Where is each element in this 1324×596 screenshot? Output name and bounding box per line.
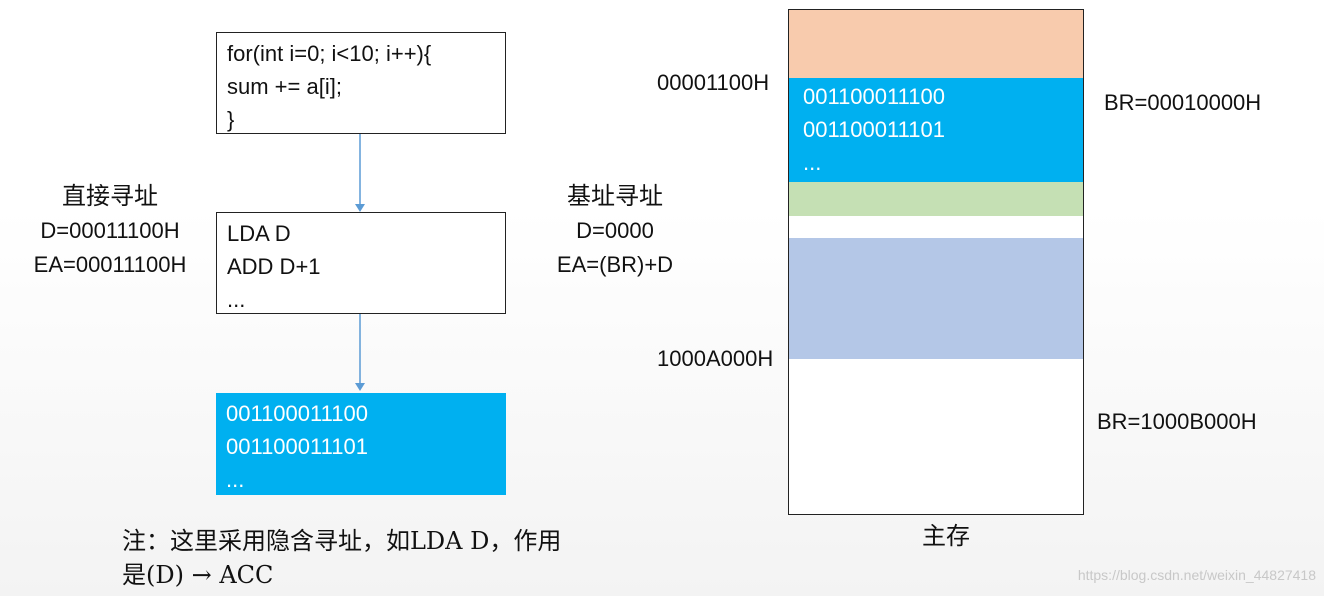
- note-line-1: 注：这里采用隐含寻址，如LDA D，作用: [122, 527, 562, 555]
- memory-data-line: 001100011100: [803, 84, 945, 109]
- data-box: 001100011100 001100011101 ...: [216, 393, 506, 495]
- memory-segment-blue: 001100011100 001100011101 ...: [789, 78, 1083, 184]
- base-ea-value: EA=(BR)+D: [556, 252, 674, 277]
- memory-data-line: ...: [803, 150, 822, 175]
- code-box: for(int i=0; i<10; i++){ sum += a[i]; }: [216, 32, 506, 134]
- watermark: https://blog.csdn.net/weixin_44827418: [1077, 567, 1316, 583]
- memory-segment-lavender: [789, 238, 1083, 359]
- instruction-line: ...: [227, 287, 246, 312]
- memory-address-top: 00001100H: [657, 70, 770, 95]
- arrow-instr-to-data: [355, 313, 365, 391]
- base-addressing-title: 基址寻址: [567, 182, 663, 210]
- direct-d-value: D=00011100H: [40, 218, 180, 243]
- note-line-2: 是(D) → ACC: [122, 561, 274, 589]
- code-line: }: [227, 107, 235, 132]
- instruction-box: LDA D ADD D+1 ...: [216, 212, 506, 314]
- br-value-top: BR=00010000H: [1104, 90, 1262, 115]
- memory-data-line: 001100011101: [803, 117, 945, 142]
- main-memory-label: 主存: [922, 522, 970, 550]
- instruction-line: LDA D: [227, 221, 291, 246]
- instruction-line: ADD D+1: [227, 254, 321, 279]
- memory-segment-orange: [789, 10, 1083, 78]
- arrow-code-to-instr: [355, 134, 365, 212]
- main-memory: 001100011100 001100011101 ...: [788, 9, 1084, 515]
- code-line: for(int i=0; i<10; i++){: [227, 41, 432, 66]
- data-line: ...: [226, 467, 245, 492]
- base-d-value: D=0000: [576, 218, 654, 243]
- data-line: 001100011101: [226, 434, 368, 459]
- data-line: 001100011100: [226, 401, 368, 426]
- memory-address-bottom: 1000A000H: [657, 346, 774, 371]
- br-value-bottom: BR=1000B000H: [1097, 409, 1257, 434]
- direct-ea-value: EA=00011100H: [33, 252, 187, 277]
- memory-segment-green: [789, 182, 1083, 216]
- code-line: sum += a[i];: [227, 74, 342, 99]
- direct-addressing-title: 直接寻址: [62, 182, 158, 210]
